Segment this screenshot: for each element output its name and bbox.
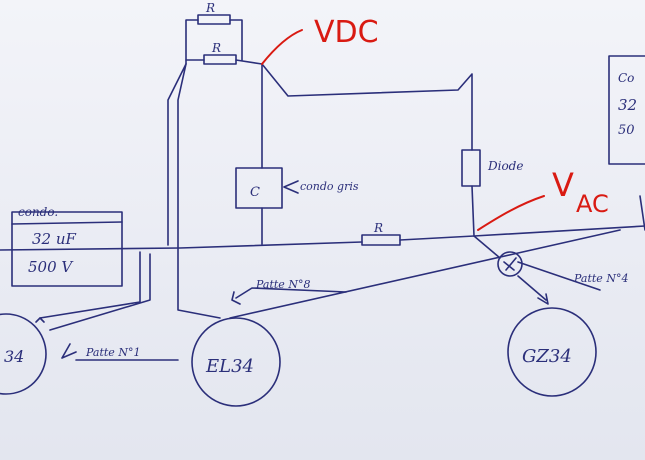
label-tube-left: 34 — [4, 347, 24, 366]
arrow-icon — [283, 180, 299, 194]
condo-left-box — [11, 211, 123, 287]
ac-wire-right — [473, 225, 645, 237]
label-vac-sub: AC — [576, 190, 609, 218]
condensateur-box — [235, 167, 283, 209]
arrow-to-gz34 — [517, 275, 549, 305]
el34-feed — [229, 229, 621, 319]
label-condensateur-letter: C — [250, 185, 260, 200]
right-edge-wire — [639, 195, 645, 231]
vdc-pointer — [261, 29, 303, 65]
diode-symbol — [461, 149, 481, 187]
resistor-second — [203, 54, 237, 65]
label-patte-8: Patte N°8 — [255, 278, 310, 291]
vac-pointer — [477, 195, 545, 231]
left-tube-wires — [39, 251, 151, 331]
label-condo-right-title: Co — [618, 71, 634, 85]
junction-mark — [503, 257, 517, 271]
label-gz34: GZ34 — [522, 346, 572, 367]
resistor-mid — [361, 234, 401, 246]
patte8-arrow — [231, 287, 347, 305]
label-patte-4: Patte N°4 — [573, 272, 628, 285]
top-resistor-network — [185, 14, 263, 65]
label-diode: Diode — [487, 159, 523, 173]
left-arrow — [35, 317, 45, 323]
tube-gz34 — [507, 307, 597, 397]
label-vdc: VDC — [314, 15, 379, 50]
diode-lead — [471, 185, 475, 237]
resistor-top — [197, 14, 231, 25]
label-condo-right-volt: 50 — [618, 123, 635, 138]
label-resistor-second: R — [211, 41, 221, 55]
patte1-arrow — [61, 343, 179, 361]
label-condo-left-title: condo. — [18, 205, 58, 219]
left-rail — [167, 63, 221, 319]
condo-right-box — [608, 55, 645, 165]
label-el34: EL34 — [205, 356, 254, 377]
condo-left-divider — [11, 221, 123, 225]
ac-wire — [473, 235, 501, 259]
tube-el34 — [191, 317, 281, 407]
label-resistor-top: R — [205, 1, 215, 15]
main-bus — [0, 235, 475, 251]
label-condo-left-cap: 32 uF — [32, 230, 77, 248]
label-condo-right-cap: 32 — [618, 96, 637, 114]
tube-left — [0, 313, 47, 395]
label-condensateur-note: condo gris — [300, 180, 359, 193]
label-vac-v: V — [552, 166, 574, 204]
label-patte-1: Patte N°1 — [85, 346, 140, 359]
patte4-lead — [517, 261, 601, 291]
dc-wire — [261, 63, 473, 151]
label-resistor-mid: R — [373, 221, 383, 235]
label-condo-left-volt: 500 V — [28, 258, 74, 276]
